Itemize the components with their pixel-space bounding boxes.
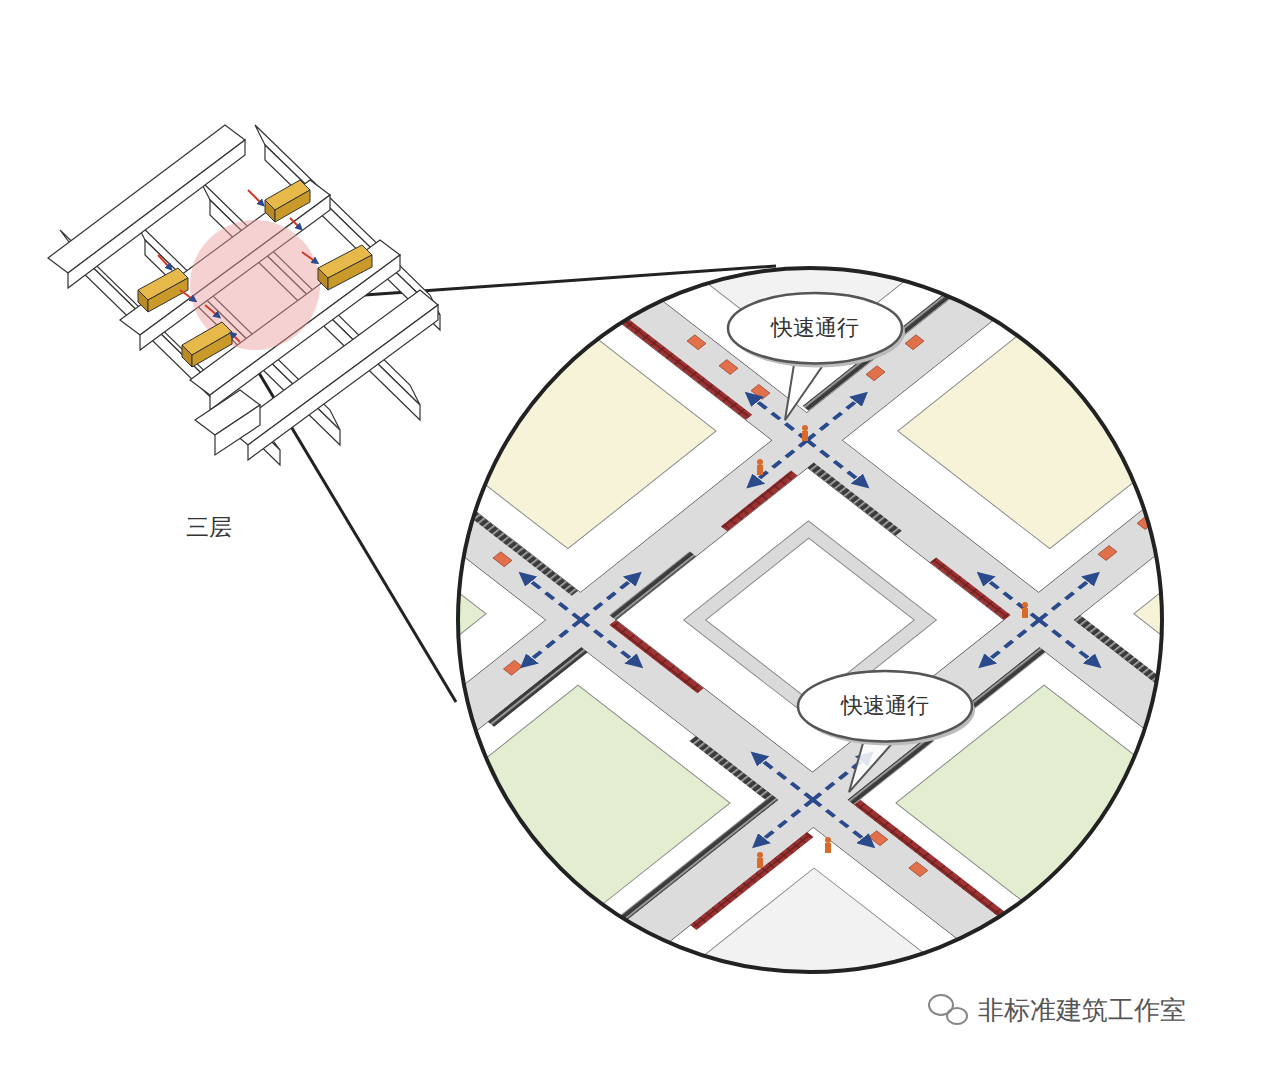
speech-bubble: 快速通行	[796, 669, 974, 743]
gold-volumes	[138, 180, 372, 367]
bubble-text: 快速通行	[771, 315, 859, 341]
detail-lens-border	[458, 268, 1162, 972]
watermark-icon	[929, 995, 967, 1024]
speech-bubble: 快速通行	[726, 291, 904, 365]
watermark: 非标准建筑工作室	[978, 993, 1186, 1028]
bubble-text: 快速通行	[841, 693, 929, 719]
floor-label: 三层	[186, 512, 232, 543]
thumbnail-model	[48, 125, 440, 465]
entry-arrows	[158, 190, 316, 342]
